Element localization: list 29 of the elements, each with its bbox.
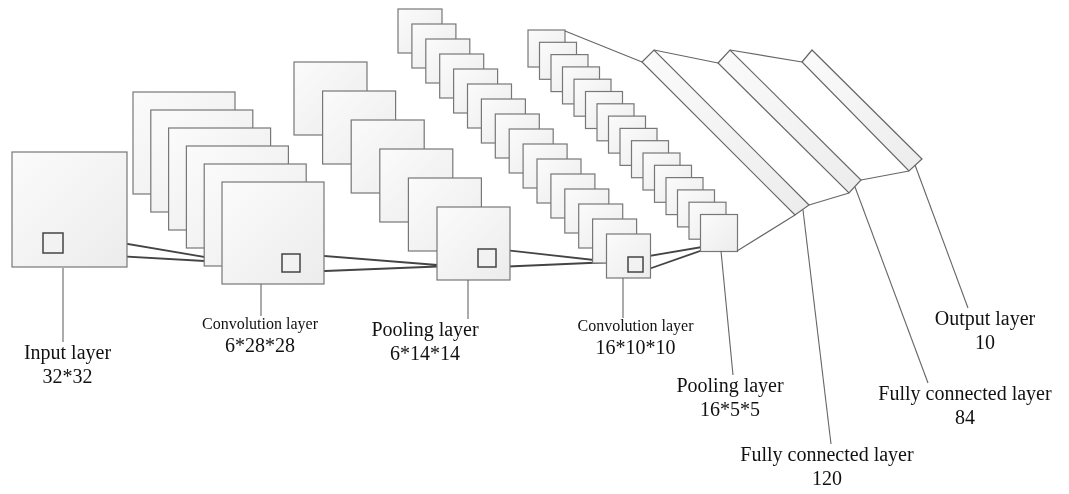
- layer-size: 120: [812, 466, 842, 490]
- layer-name: Input layer: [23, 340, 112, 364]
- layer-size: 32*32: [42, 364, 93, 388]
- layer-size: 6*14*14: [390, 341, 460, 365]
- layer-name: Pooling layer: [371, 317, 479, 341]
- feature-map-stack: [132, 91, 325, 285]
- layer-size: 6*28*28: [225, 333, 295, 358]
- leader-line: [62, 267, 64, 343]
- layer-name: Fully connected layer: [878, 381, 1052, 405]
- output-layer-plane: [801, 49, 923, 172]
- layer-name: Convolution layer: [202, 314, 318, 334]
- layer-name: Pooling layer: [676, 373, 784, 397]
- leader-line: [622, 277, 624, 319]
- layer-size: 10: [975, 330, 995, 354]
- input-image-square: [11, 151, 128, 268]
- leader-line: [720, 250, 734, 376]
- layer-name: Fully connected layer: [740, 442, 914, 466]
- leader-line: [854, 186, 929, 384]
- leader-line: [802, 209, 832, 445]
- leader-line: [260, 283, 262, 317]
- layer-name: Output layer: [934, 306, 1036, 330]
- fully-connected-layer-plane: [717, 49, 862, 194]
- layer-size: 16*5*5: [700, 397, 760, 421]
- leader-line: [914, 164, 969, 309]
- layer-size: 84: [955, 405, 975, 429]
- layer-name: Convolution layer: [577, 316, 694, 336]
- leader-line: [467, 279, 469, 320]
- fully-connected-layer-plane: [641, 49, 810, 216]
- layer-size: 16*10*10: [595, 335, 676, 360]
